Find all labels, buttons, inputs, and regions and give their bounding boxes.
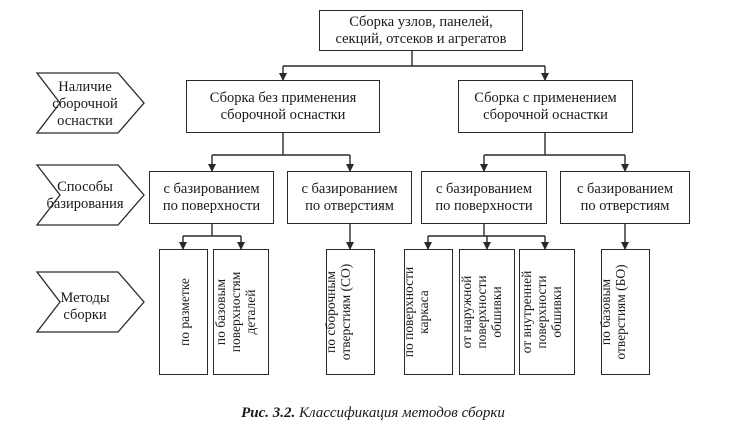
row-label-equipment-line: Наличие xyxy=(58,79,112,95)
method-text: по базовым отверстиям (БО) xyxy=(598,252,654,372)
method-line: по базовым xyxy=(213,278,228,346)
method-text: по поверхности каркаса xyxy=(401,252,457,372)
method-line: обшивки xyxy=(549,286,564,338)
method-text: по сборочным отверстиям (СО) xyxy=(323,252,379,372)
node-line: с базированием xyxy=(163,180,260,197)
row-arrow-equipment xyxy=(35,72,145,134)
method-line: отверстиям (БО) xyxy=(612,264,628,360)
method-line: по разметке xyxy=(176,278,191,346)
row-label-methods-line: сборки xyxy=(63,307,107,323)
row-label-equipment-line: сборочной xyxy=(52,96,118,112)
method-by-frame-surface: по поверхности каркаса xyxy=(401,249,453,375)
row-arrow-methods xyxy=(35,271,145,333)
node-basing-surface-1: с базированием по поверхности xyxy=(149,171,274,224)
method-line: деталей xyxy=(243,289,258,335)
node-line: с базированием xyxy=(576,180,674,197)
top-node-line: Сборка узлов, панелей, xyxy=(349,13,493,30)
row-label-methods-line: Методы xyxy=(60,290,110,306)
method-line: поверхности xyxy=(534,275,549,349)
method-line: отверстиям (СО) xyxy=(337,263,353,361)
node-line: с базированием xyxy=(301,180,398,197)
method-line: поверхности xyxy=(474,275,489,349)
method-by-base-holes: по базовым отверстиям (БО) xyxy=(598,249,650,375)
node-line: с базированием xyxy=(435,180,533,197)
node-without-equipment: Сборка без применения сборочной оснастки xyxy=(186,80,380,133)
figure-caption: Рис. 3.2. Классификация методов сборки xyxy=(0,405,746,422)
method-line: по сборочным xyxy=(322,271,338,353)
top-node-line: секций, отсеков и агрегатов xyxy=(335,30,507,47)
method-text: от внутренней поверхности обшивки xyxy=(519,252,575,372)
row-arrow-basing xyxy=(35,164,145,226)
figure-title: Классификация методов сборки xyxy=(295,405,505,421)
node-line: по поверхности xyxy=(162,197,261,214)
figure-number: Рис. 3.2. xyxy=(241,405,296,421)
method-from-inner-skin: от внутренней поверхности обшивки xyxy=(519,249,575,375)
method-text: по разметке xyxy=(156,252,212,372)
method-from-outer-skin: от наружной поверхности обшивки xyxy=(459,249,515,375)
method-by-part-surfaces: по базовым поверхностям деталей xyxy=(213,249,269,375)
connector-top xyxy=(283,51,545,67)
node-line: по отверстиям xyxy=(580,197,670,214)
node-line: Сборка с применением xyxy=(474,89,617,106)
node-line: сборочной оснастки xyxy=(220,106,346,123)
node-basing-holes-2: с базированием по отверстиям xyxy=(560,171,690,224)
row-label-equipment-line: оснастки xyxy=(57,113,113,129)
method-line: обшивки xyxy=(489,286,504,338)
method-by-marking: по разметке xyxy=(159,249,208,375)
method-line: по базовым xyxy=(597,278,613,346)
row-label-basing: Способы базирования xyxy=(38,179,132,213)
row-label-basing-line: базирования xyxy=(46,196,124,212)
row-label-equipment: Наличие сборочной оснастки xyxy=(38,79,132,130)
node-line: по поверхности xyxy=(435,197,533,214)
top-node-assembly: Сборка узлов, панелей, секций, отсеков и… xyxy=(319,10,523,51)
method-by-assembly-holes: по сборочным отверстиям (СО) xyxy=(323,249,375,375)
method-text: по базовым поверхностям деталей xyxy=(213,252,269,372)
node-line: Сборка без применения xyxy=(209,89,357,106)
node-basing-holes-1: с базированием по отверстиям xyxy=(287,171,412,224)
method-line: каркаса xyxy=(415,290,431,334)
method-line: от наружной xyxy=(459,275,474,349)
row-label-basing-line: Способы xyxy=(57,179,113,195)
method-text: от наружной поверхности обшивки xyxy=(459,252,515,372)
node-line: сборочной оснастки xyxy=(483,106,608,123)
row-label-methods: Методы сборки xyxy=(38,290,132,324)
node-line: по отверстиям xyxy=(305,197,394,214)
node-with-equipment: Сборка с применением сборочной оснастки xyxy=(458,80,633,133)
node-basing-surface-2: с базированием по поверхности xyxy=(421,171,547,224)
method-line: от внутренней xyxy=(519,270,534,354)
method-line: поверхностям xyxy=(228,271,243,353)
method-line: по поверхности xyxy=(400,266,416,358)
